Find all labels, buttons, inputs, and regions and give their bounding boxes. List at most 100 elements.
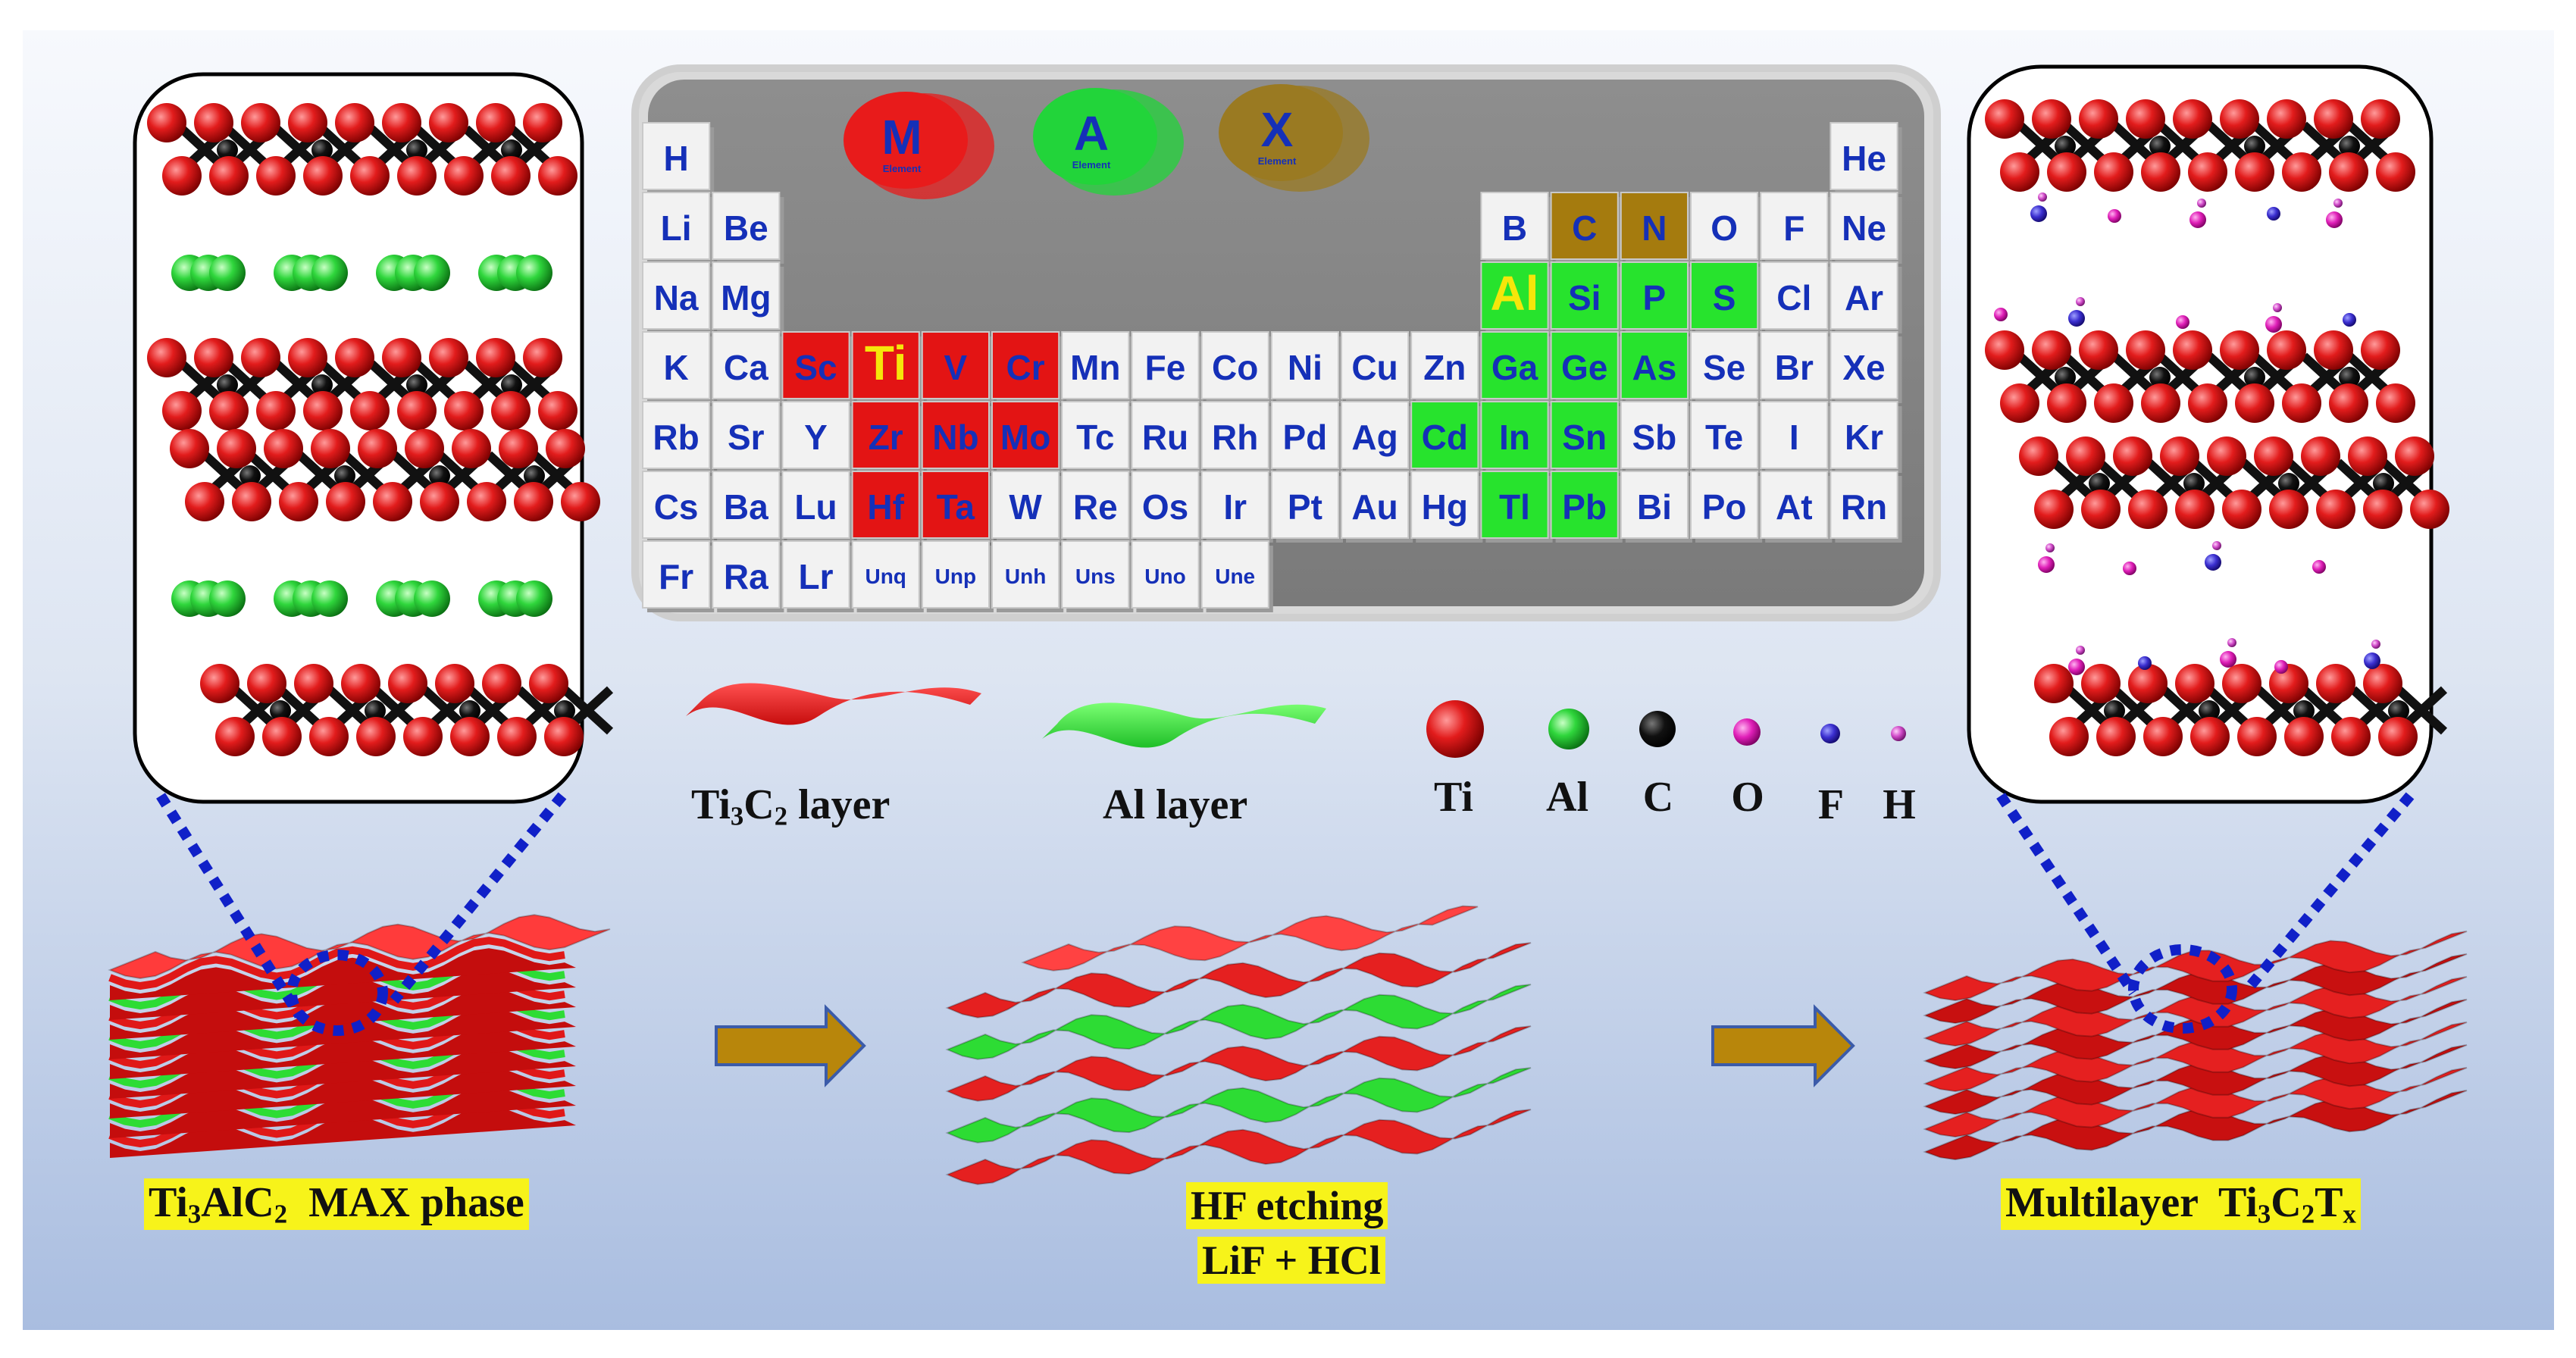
element-symbol: Sr	[728, 418, 765, 457]
element-cell-ti: Ti	[851, 331, 924, 403]
element-cell-os: Os	[1131, 471, 1203, 543]
element-cell-y: Y	[781, 401, 854, 473]
element-symbol: Pt	[1288, 487, 1322, 527]
element-cell-xe: Xe	[1829, 331, 1902, 403]
element-symbol: Se	[1703, 348, 1745, 387]
ti3c2-layer-label: Ti3C2 layer	[691, 781, 890, 831]
element-symbol: Rb	[653, 418, 699, 457]
element-symbol: Rh	[1212, 418, 1258, 457]
element-symbol: N	[1642, 208, 1667, 248]
element-cell-tc: Tc	[1061, 401, 1134, 473]
element-cell-kr: Kr	[1829, 401, 1902, 473]
atom-ball-c	[1639, 711, 1676, 747]
element-symbol: Lr	[799, 557, 834, 596]
element-symbol: Na	[654, 278, 699, 318]
element-cell-be: Be	[712, 192, 784, 264]
element-cell-fe: Fe	[1131, 331, 1203, 403]
element-cell-ga: Ga	[1480, 331, 1553, 403]
atom-label-f: F	[1817, 781, 1845, 828]
mxene-crystal-inset	[1967, 64, 2449, 804]
element-symbol: Cd	[1422, 418, 1468, 457]
element-cell-in: In	[1480, 401, 1553, 473]
element-symbol: Te	[1705, 418, 1743, 457]
element-cell-hf: Hf	[851, 471, 924, 543]
element-symbol: Y	[804, 418, 828, 457]
element-symbol: C	[1572, 208, 1597, 248]
element-cell-fr: Fr	[642, 540, 715, 612]
element-cell-cd: Cd	[1410, 401, 1483, 473]
element-cell-mg: Mg	[712, 261, 784, 333]
lif-hcl-caption: LiF + HCl	[1197, 1237, 1385, 1284]
process-arrow-1	[715, 1004, 866, 1087]
element-cell-n: N	[1620, 192, 1692, 264]
element-cell-hg: Hg	[1410, 471, 1483, 543]
element-cell-si: Si	[1550, 261, 1623, 333]
element-cell-cs: Cs	[642, 471, 715, 543]
badge-letter: M	[881, 110, 922, 164]
element-symbol: Re	[1073, 487, 1118, 527]
al-layer-label: Al layer	[1103, 781, 1248, 828]
atom-ball-al	[1548, 709, 1589, 749]
element-symbol: I	[1789, 418, 1799, 457]
element-symbol: Pb	[1562, 487, 1607, 527]
element-cell-ra: Ra	[712, 540, 784, 612]
element-symbol: K	[663, 348, 688, 387]
element-symbol: Br	[1775, 348, 1814, 387]
element-symbol: F	[1783, 208, 1804, 248]
al-layer-legend-ribbon	[1042, 702, 1326, 748]
element-cell-c: C	[1550, 192, 1623, 264]
atom-ball-f	[1820, 724, 1840, 743]
element-cell-po: Po	[1690, 471, 1763, 543]
element-symbol: Os	[1142, 487, 1188, 527]
element-symbol: Li	[661, 208, 692, 248]
atom-label-h: H	[1883, 781, 1916, 828]
element-cell-te: Te	[1690, 401, 1763, 473]
element-symbol: Au	[1351, 487, 1398, 527]
zoom-indicator-left	[156, 792, 567, 1036]
element-cell-sc: Sc	[781, 331, 854, 403]
element-cell-ru: Ru	[1131, 401, 1203, 473]
element-symbol: Ta	[937, 487, 975, 527]
element-symbol: Hg	[1422, 487, 1468, 527]
element-symbol: Tl	[1499, 487, 1530, 527]
process-arrow-2	[1711, 1004, 1855, 1087]
element-symbol: Si	[1568, 278, 1601, 318]
element-cell-at: At	[1760, 471, 1833, 543]
element-symbol: Kr	[1845, 418, 1883, 457]
element-symbol: Hf	[867, 487, 904, 527]
element-cell-f: F	[1760, 192, 1833, 264]
element-cell-as: As	[1620, 331, 1692, 403]
element-symbol: As	[1632, 348, 1676, 387]
element-cell-re: Re	[1061, 471, 1134, 543]
element-cell-li: Li	[642, 192, 715, 264]
element-cell-au: Au	[1341, 471, 1413, 543]
element-symbol: Ir	[1223, 487, 1247, 527]
element-symbol: Ba	[724, 487, 768, 527]
element-symbol: V	[944, 348, 968, 387]
etched-layer-stack	[945, 905, 1532, 1185]
element-symbol: Ti	[865, 336, 907, 390]
element-cell-sr: Sr	[712, 401, 784, 473]
element-cell-unh: Unh	[991, 540, 1064, 612]
element-symbol: Ge	[1561, 348, 1607, 387]
element-symbol: Pd	[1283, 418, 1328, 457]
element-cell-br: Br	[1760, 331, 1833, 403]
element-symbol: Ar	[1845, 278, 1883, 318]
element-symbol: Zn	[1423, 348, 1466, 387]
element-cell-uns: Uns	[1061, 540, 1134, 612]
element-cell-co: Co	[1200, 331, 1273, 403]
element-cell-sn: Sn	[1550, 401, 1623, 473]
atom-ball-h	[1891, 726, 1906, 741]
element-cell-ir: Ir	[1200, 471, 1273, 543]
element-cell-lr: Lr	[781, 540, 854, 612]
element-symbol: Mo	[1000, 418, 1050, 457]
element-symbol: Sc	[794, 348, 837, 387]
element-symbol: O	[1711, 208, 1738, 248]
element-cell-pb: Pb	[1550, 471, 1623, 543]
mxene-inset-frame	[1967, 64, 2434, 804]
element-cell-cu: Cu	[1341, 331, 1413, 403]
element-symbol: Sn	[1562, 418, 1607, 457]
